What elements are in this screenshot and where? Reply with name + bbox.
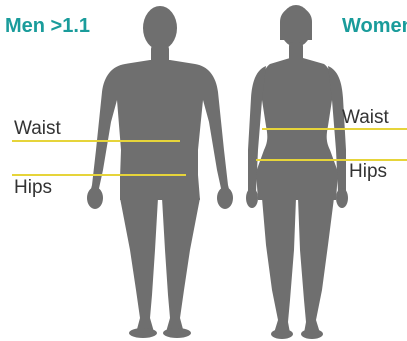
female-silhouette	[246, 5, 348, 339]
women-heading: Women	[342, 16, 407, 36]
male-silhouette	[87, 6, 233, 338]
men-waist-label: Waist	[14, 119, 61, 138]
women-hips-label: Hips	[349, 162, 387, 181]
men-heading: Men >1.1	[5, 16, 90, 36]
men-hips-label: Hips	[14, 178, 52, 197]
women-waist-label: Waist	[342, 108, 389, 127]
